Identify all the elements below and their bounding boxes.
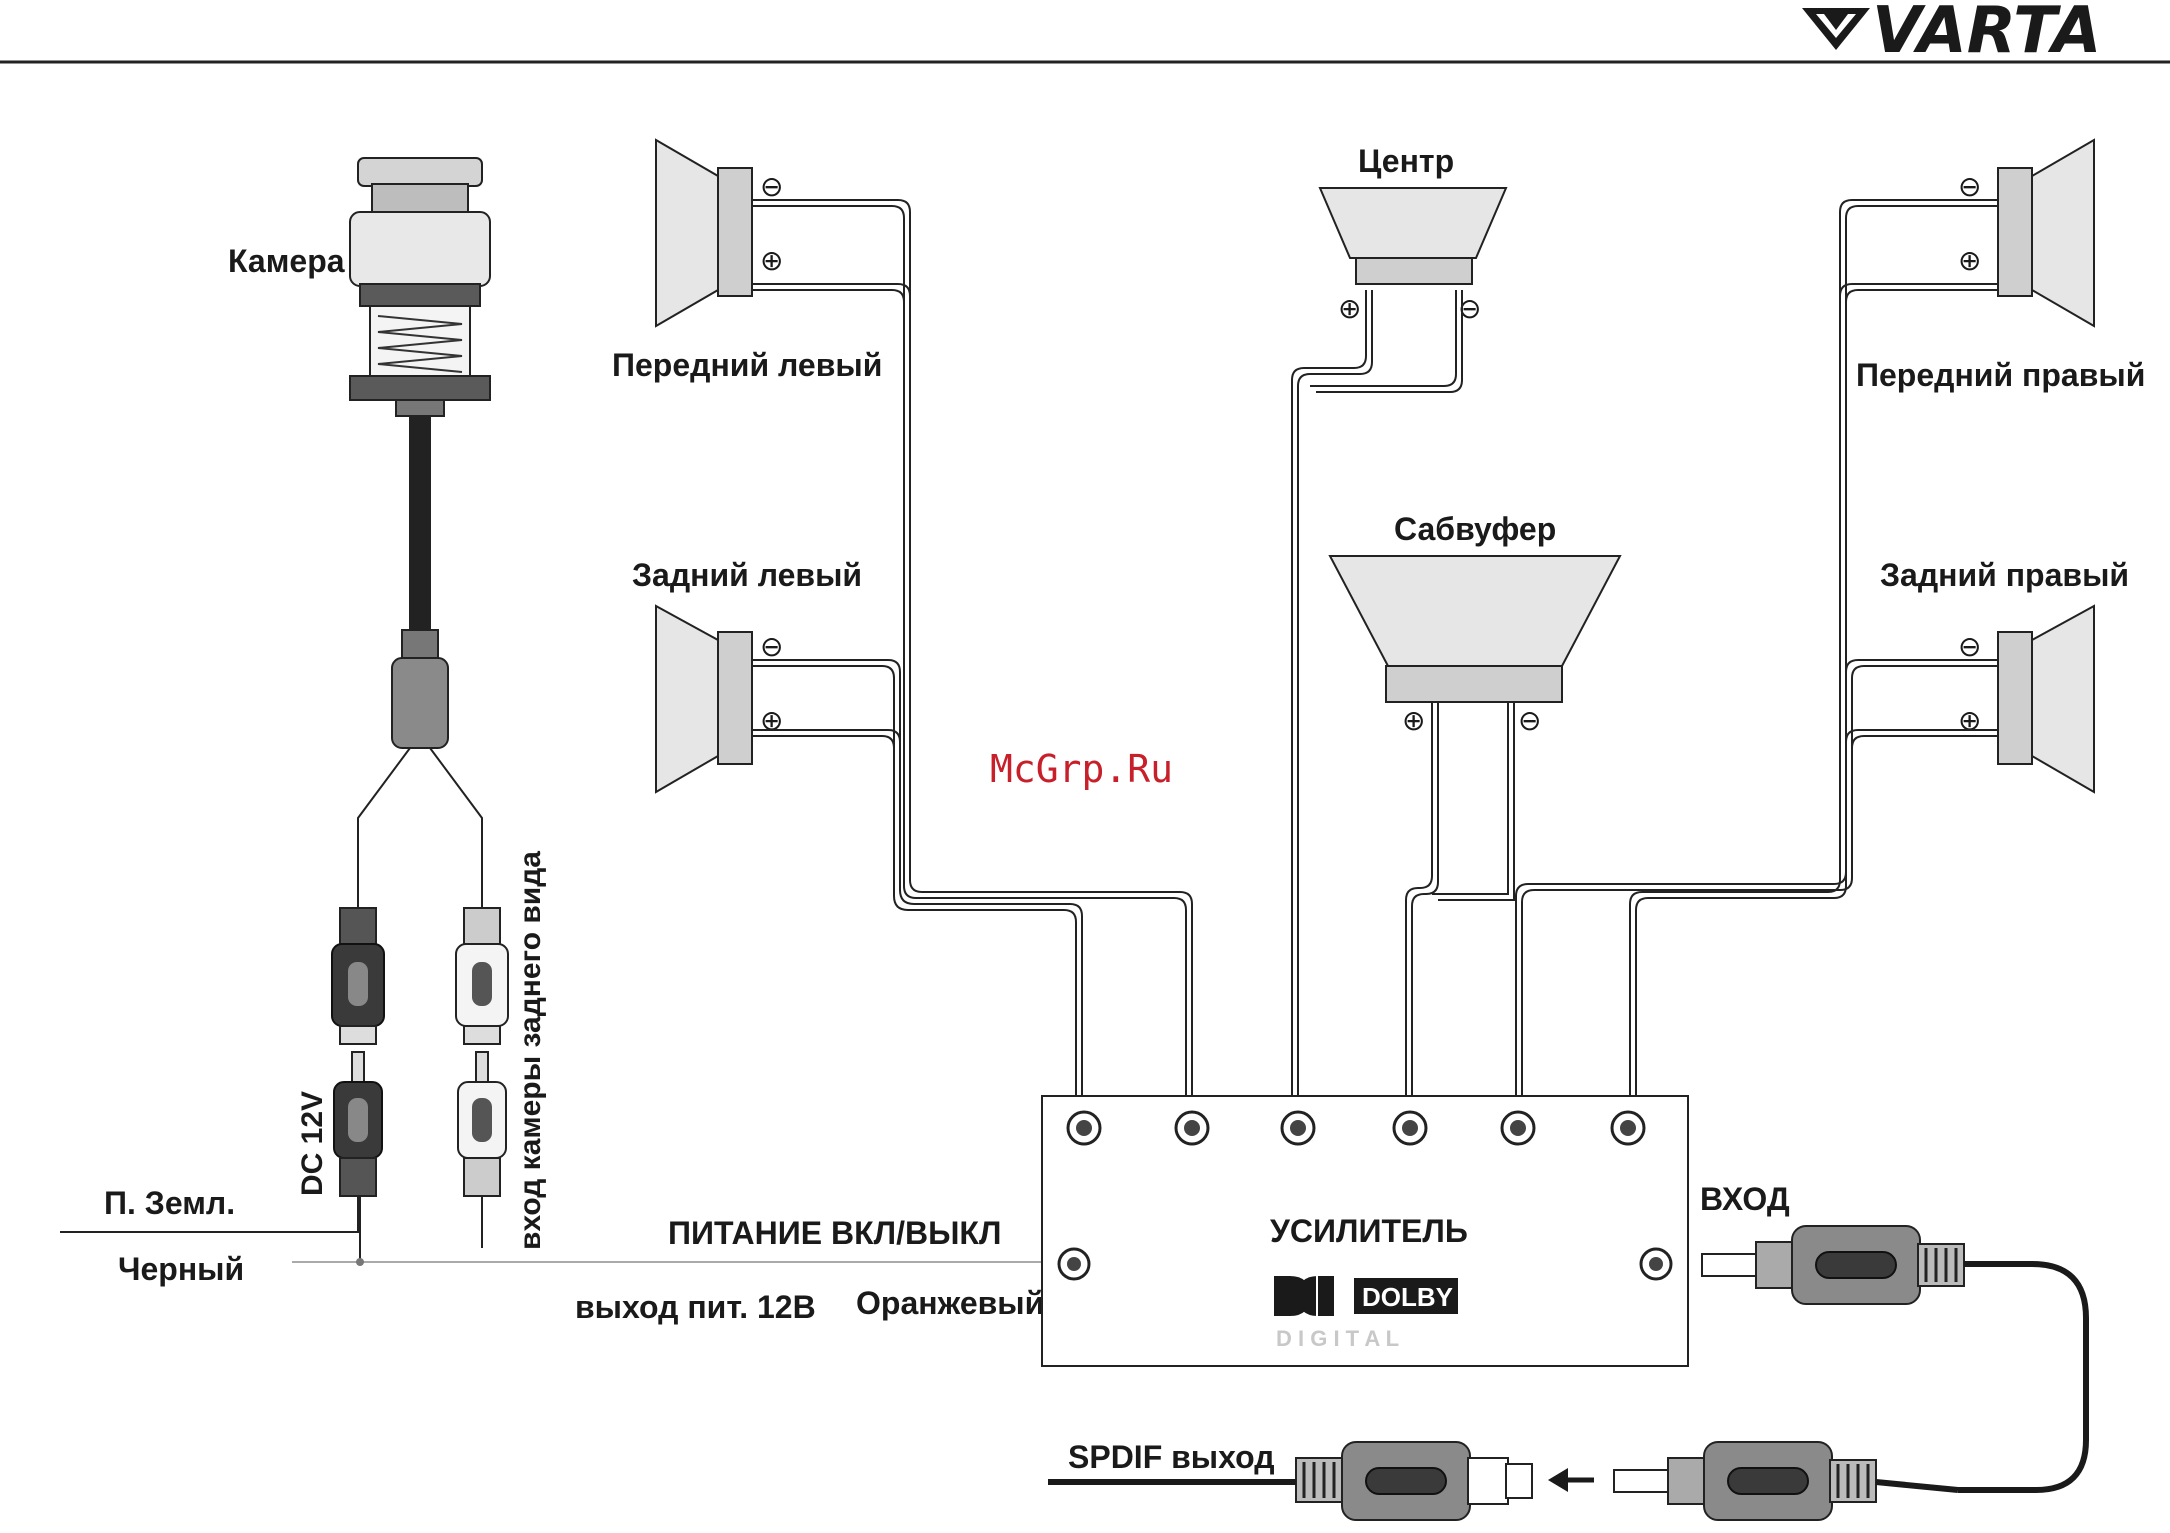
arrow-left-icon — [1548, 1468, 1594, 1492]
split-wire-right — [430, 748, 482, 908]
return-plug — [1614, 1442, 1876, 1520]
speaker-subwoofer — [1330, 556, 1620, 702]
rear-left-label: Задний левый — [632, 557, 862, 593]
rear-left-plus: ⊕ — [760, 704, 783, 737]
subwoofer-minus: ⊖ — [1518, 704, 1541, 737]
dc-power-plug-female — [332, 908, 384, 1044]
speaker-wires — [752, 200, 1998, 1098]
digital-text: D I G I T A L — [1276, 1326, 1399, 1351]
video-plug-female — [456, 908, 508, 1044]
rear-left-minus: ⊖ — [760, 630, 783, 663]
ground-node — [356, 1258, 364, 1266]
power-switch-label: ПИТАНИЕ ВКЛ/ВЫКЛ — [668, 1215, 1001, 1251]
input-plug — [1702, 1226, 1964, 1304]
rear-right-plus: ⊕ — [1958, 704, 1981, 737]
coax-cable — [1958, 1264, 2086, 1490]
speaker-rear-right — [1998, 606, 2094, 792]
dolby-text: DOLBY — [1362, 1282, 1453, 1312]
speaker-front-left — [656, 140, 752, 326]
coax-cable-end — [1876, 1482, 1958, 1490]
speaker-rear-left — [656, 606, 752, 792]
camera-label: Камера — [228, 243, 345, 279]
ground-label: П. Земл. — [104, 1185, 235, 1221]
front-right-label: Передний правый — [1856, 357, 2145, 393]
subwoofer-label: Сабвуфер — [1394, 511, 1556, 547]
amp-input-jack — [1641, 1249, 1671, 1279]
center-label: Центр — [1358, 143, 1454, 179]
amplifier-label: УСИЛИТЕЛЬ — [1270, 1213, 1468, 1249]
amp-power-jack — [1059, 1249, 1089, 1279]
spdif-plug — [1296, 1442, 1532, 1520]
watermark: McGrp.Ru — [990, 747, 1173, 791]
input-label: ВХОД — [1700, 1181, 1790, 1217]
power-out-label: выход пит. 12В — [575, 1289, 816, 1325]
front-right-plus: ⊕ — [1958, 244, 1981, 277]
spdif-out-label: SPDIF выход — [1068, 1439, 1275, 1475]
dc-power-plug-male — [334, 1052, 382, 1196]
video-plug-male — [458, 1052, 506, 1196]
orange-label: Оранжевый — [856, 1285, 1044, 1321]
camera-splitter — [392, 630, 448, 748]
rear-right-label: Задний правый — [1880, 557, 2129, 593]
varta-v-logo-icon — [1802, 8, 1870, 50]
brand-name: VARTA — [1872, 0, 2101, 68]
dc12v-label: DC 12V — [296, 1091, 329, 1196]
camera-cable — [409, 416, 431, 632]
subwoofer-plus: ⊕ — [1402, 704, 1425, 737]
front-left-minus: ⊖ — [760, 170, 783, 203]
black-label: Черный — [118, 1251, 244, 1287]
speaker-center — [1320, 188, 1506, 284]
split-wire-left — [358, 748, 410, 908]
front-right-minus: ⊖ — [1958, 170, 1981, 203]
front-left-plus: ⊕ — [760, 244, 783, 277]
center-plus: ⊕ — [1338, 292, 1361, 325]
rear-right-minus: ⊖ — [1958, 630, 1981, 663]
rear-cam-input-label: вход камеры заднего вида — [514, 851, 547, 1250]
camera — [350, 158, 490, 416]
front-left-label: Передний левый — [612, 347, 882, 383]
speaker-front-right — [1998, 140, 2094, 326]
